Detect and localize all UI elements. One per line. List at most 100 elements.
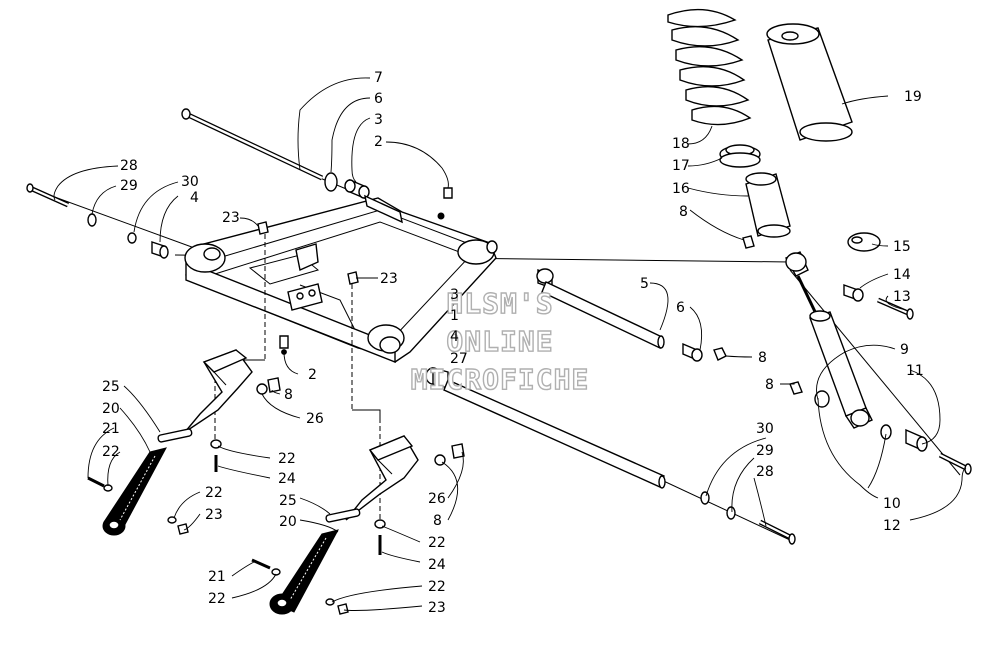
pin-25-left: [157, 428, 193, 443]
leader-lines: [53, 77, 967, 611]
washer-22-right-b: [271, 568, 281, 576]
callout-8: 8: [765, 377, 774, 393]
pin-25-right: [325, 508, 361, 523]
callout-3: 3: [374, 112, 383, 128]
bolt-21-right: [251, 558, 271, 570]
nut-8-right-shaft: [713, 347, 727, 361]
guide-bracket-center: [352, 409, 381, 422]
callout-20: 20: [279, 514, 297, 530]
callout-23: 23: [380, 271, 398, 287]
callout-6: 6: [374, 91, 383, 107]
dust-boot-19: [766, 23, 853, 142]
callout-25: 25: [102, 379, 120, 395]
callout-8: 8: [679, 204, 688, 220]
top-bushing-3: [344, 178, 370, 200]
threaded-sleeve-16: [745, 172, 791, 238]
callout-22: 22: [102, 444, 120, 460]
washer-29-left: [87, 213, 97, 227]
coil-spring-18: [667, 8, 752, 126]
callout-28: 28: [120, 158, 138, 174]
foot-peg-20-right: [269, 529, 339, 615]
nut-8-left-foot: [267, 377, 281, 393]
watermark-line-1: HLSM'S: [446, 287, 553, 320]
foot-peg-20-left: [102, 447, 167, 536]
bushing-10-lower: [880, 424, 892, 440]
callout-7: 7: [374, 70, 383, 86]
callout-23: 23: [222, 210, 240, 226]
callout-13: 13: [893, 289, 911, 305]
bushing-6-right: [682, 342, 703, 362]
callout-11: 11: [906, 363, 924, 379]
callout-21: 21: [102, 421, 120, 437]
callout-2: 2: [374, 134, 383, 150]
callout-12: 12: [883, 518, 901, 534]
bushing-14: [843, 284, 864, 302]
shock-absorber-9: [785, 251, 873, 429]
bump-stop-15: [847, 232, 881, 252]
callout-8: 8: [433, 513, 442, 529]
washer-30-right: [700, 491, 710, 505]
callout-24: 24: [428, 557, 446, 573]
callout-15: 15: [893, 239, 911, 255]
a-arm-frame: [184, 194, 498, 364]
long-top-bolt: [181, 108, 324, 181]
washer-30-left: [127, 232, 137, 244]
callout-23: 23: [205, 507, 223, 523]
nut-23-right-foot: [337, 603, 349, 615]
callout-8: 8: [284, 387, 293, 403]
footrest-bracket-right: [345, 435, 419, 521]
watermark-line-3: MICROFICHE: [411, 363, 590, 396]
shaft-5: [541, 281, 665, 350]
callout-5: 5: [640, 276, 649, 292]
callout-29: 29: [120, 178, 138, 194]
washer-22-right-c: [325, 598, 335, 606]
callout-27: 27: [450, 351, 468, 367]
shock-bolt-12: [938, 452, 972, 475]
callout-26: 26: [306, 411, 324, 427]
nut-8-right-foot: [451, 443, 465, 459]
callout-22: 22: [428, 579, 446, 595]
callout-4: 4: [450, 329, 459, 345]
callout-16: 16: [672, 181, 690, 197]
callout-3: 3: [450, 287, 459, 303]
nut-23-center-frame: [347, 271, 359, 285]
watermark: HLSM'S ONLINE MICROFICHE: [410, 286, 590, 396]
shock-axis-line: [789, 269, 961, 476]
callout-9: 9: [900, 342, 909, 358]
callout-22: 22: [278, 451, 296, 467]
top-bushing-6: [324, 172, 338, 192]
spring-adjuster-17: [719, 144, 761, 168]
watermark-line-2: ONLINE: [446, 325, 553, 358]
callout-30: 30: [181, 174, 199, 190]
grease-fitting-2-lower: [279, 335, 289, 355]
callout-10: 10: [883, 496, 901, 512]
callout-26: 26: [428, 491, 446, 507]
nut-8-shock-top: [742, 235, 755, 249]
callout-4: 4: [190, 190, 199, 206]
callout-23: 23: [428, 600, 446, 616]
callout-labels: 7 6 3 2 28 29 30 4 23 23 19 18 17 16 8 1…: [102, 70, 924, 616]
callout-29: 29: [756, 443, 774, 459]
washer-26-left: [256, 383, 268, 395]
nut-23-left-frame: [257, 221, 269, 235]
callout-24: 24: [278, 471, 296, 487]
callout-22: 22: [428, 535, 446, 551]
callout-19: 19: [904, 89, 922, 105]
callout-25: 25: [279, 493, 297, 509]
footrest-bracket-left: [184, 349, 253, 433]
callout-2: 2: [308, 367, 317, 383]
washer-29-right: [726, 506, 736, 520]
callout-22: 22: [208, 591, 226, 607]
callout-22: 22: [205, 485, 223, 501]
bolt-21-left: [87, 476, 105, 488]
washer-22-left-c: [167, 516, 177, 524]
grease-fitting-2-top: [437, 187, 453, 220]
right-pivot-bolt-28: [758, 519, 796, 545]
callout-6: 6: [676, 300, 685, 316]
nut-23-left-foot: [177, 523, 189, 535]
callout-30: 30: [756, 421, 774, 437]
callout-28: 28: [756, 464, 774, 480]
callout-8: 8: [758, 350, 767, 366]
callout-21: 21: [208, 569, 226, 585]
